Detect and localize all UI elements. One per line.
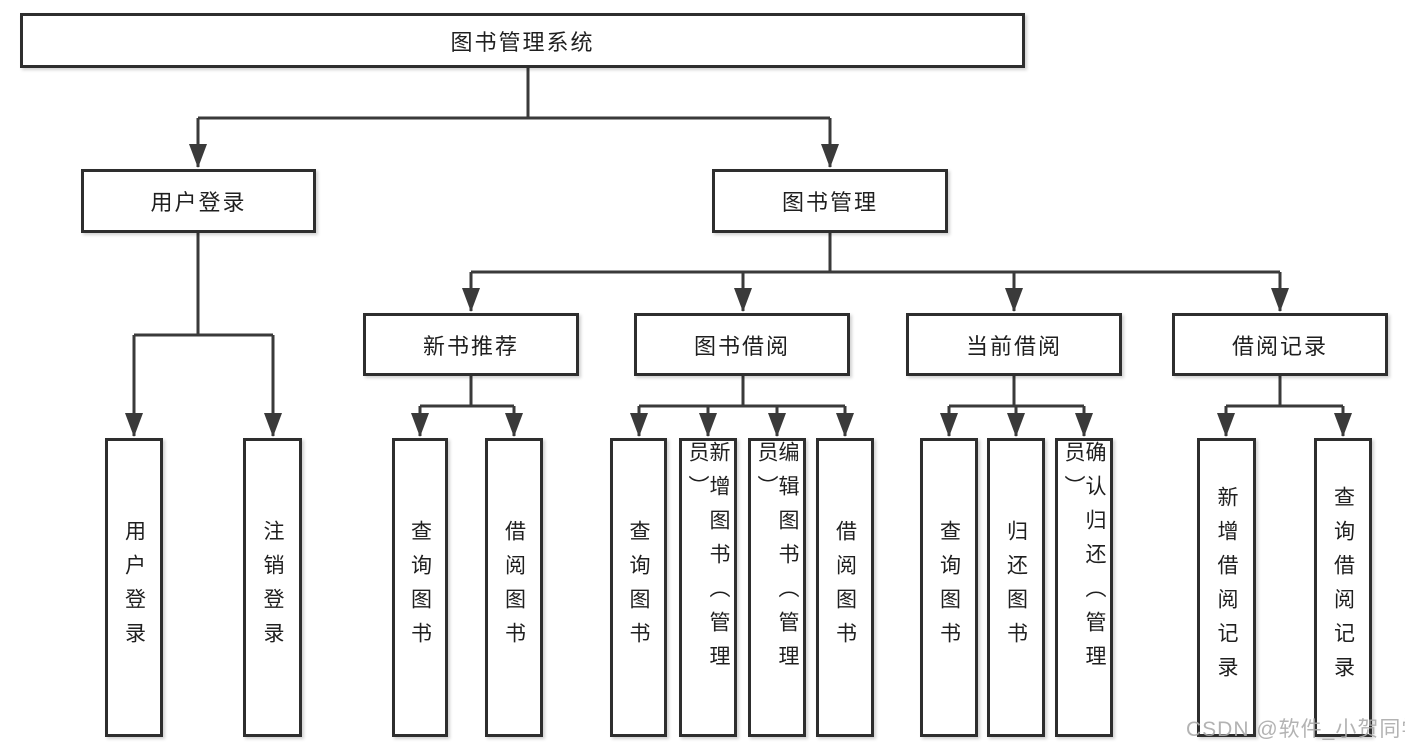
leaf-label: 借阅图书 [502, 519, 526, 656]
node-current-borrowing: 当前借阅 [906, 313, 1122, 376]
leaf-label: 确认归还（管理员） [1062, 441, 1106, 679]
leaf-add-borrow-record: 新增借阅记录 [1197, 438, 1256, 737]
node-label: 图书借阅 [693, 333, 790, 359]
leaf-borrow-book: 借阅图书 [816, 438, 874, 737]
leaf-label: 新增借阅记录 [1215, 485, 1238, 690]
leaf-add-book-admin: 新增图书（管理员） [679, 438, 737, 737]
leaf-edit-book-admin: 编辑图书（管理员） [748, 438, 806, 737]
node-label: 图书管理系统 [450, 29, 595, 55]
leaf-label: 查询图书 [408, 519, 432, 656]
leaf-label: 查询借阅记录 [1331, 485, 1355, 690]
leaf-query-book: 查询图书 [392, 438, 448, 737]
node-book-management: 图书管理 [712, 169, 948, 233]
node-label: 当前借阅 [965, 333, 1062, 359]
leaf-user-login: 用户登录 [105, 438, 163, 737]
node-label: 借阅记录 [1231, 333, 1328, 359]
leaf-label: 编辑图书（管理员） [755, 441, 799, 679]
leaf-confirm-return-admin: 确认归还（管理员） [1055, 438, 1113, 737]
node-label: 图书管理 [781, 190, 878, 215]
node-new-book-recommendation: 新书推荐 [363, 313, 579, 376]
leaf-logout: 注销登录 [243, 438, 302, 737]
leaf-query-book: 查询图书 [610, 438, 667, 737]
node-label: 新书推荐 [422, 333, 519, 359]
csdn-watermark: CSDN @软件_小贺同学 [1186, 718, 1405, 741]
leaf-return-book: 归还图书 [987, 438, 1045, 737]
leaf-label: 新增图书（管理员） [686, 441, 730, 679]
node-user-login: 用户登录 [81, 169, 316, 233]
node-label: 用户登录 [150, 190, 247, 215]
leaf-label: 查询图书 [627, 519, 650, 656]
leaf-label: 用户登录 [122, 519, 146, 656]
node-book-borrowing: 图书借阅 [634, 313, 850, 376]
connector-arrows [125, 118, 1352, 437]
node-library-management-system: 图书管理系统 [20, 13, 1025, 68]
leaf-label: 注销登录 [261, 519, 284, 656]
leaf-query-borrow-record: 查询借阅记录 [1314, 438, 1372, 737]
leaf-query-book: 查询图书 [920, 438, 978, 737]
leaf-label: 归还图书 [1004, 519, 1028, 656]
leaf-borrow-book: 借阅图书 [485, 438, 543, 737]
node-borrowing-records: 借阅记录 [1172, 313, 1388, 376]
leaf-label: 查询图书 [937, 519, 961, 656]
leaf-label: 借阅图书 [833, 519, 857, 656]
